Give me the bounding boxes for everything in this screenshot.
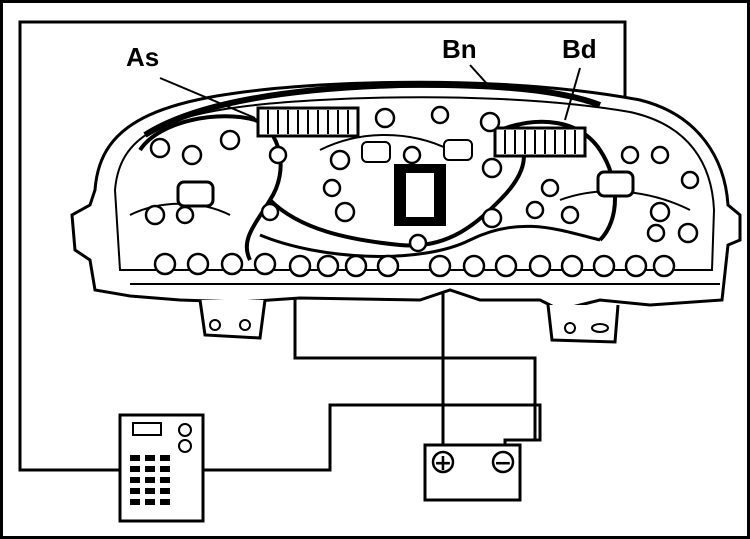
harness-left-loop xyxy=(138,114,283,261)
connector-left-pins xyxy=(267,110,349,134)
tester-device xyxy=(118,413,205,523)
bulb-sockets-upper xyxy=(149,105,700,198)
bulb-sockets-middle xyxy=(144,200,699,253)
label-bn: Bn xyxy=(442,34,477,64)
instrument-cluster xyxy=(70,80,742,344)
harness-right xyxy=(499,119,617,242)
center-module-face xyxy=(404,171,436,219)
tester-keypad xyxy=(130,455,170,505)
battery-terminal-positive xyxy=(431,450,455,474)
harness-lower xyxy=(259,224,601,258)
harness-mid xyxy=(268,139,526,248)
gauge-mount-right xyxy=(596,170,635,198)
tester-display xyxy=(132,422,162,436)
mount-hole-left-b xyxy=(239,319,251,331)
mount-tab-right xyxy=(546,304,620,344)
connector-right xyxy=(493,126,587,158)
battery-positive-symbol: + xyxy=(434,451,452,476)
battery-negative-symbol: − xyxy=(494,451,512,476)
tester-jack-1 xyxy=(178,423,192,437)
battery-terminal-negative xyxy=(491,450,515,474)
battery: + − xyxy=(423,443,522,502)
connector-right-pins xyxy=(504,130,576,154)
bulb-sockets-lower-row xyxy=(153,252,676,278)
leader-as xyxy=(159,77,256,119)
harness-top xyxy=(143,81,602,138)
tester-wire-left xyxy=(18,20,627,472)
gauge-mount-left xyxy=(176,180,215,208)
label-bd: Bd xyxy=(562,34,597,64)
socket-top-1 xyxy=(361,141,391,163)
battery-lead-negative xyxy=(293,255,537,445)
mount-hole-left-a xyxy=(209,319,221,331)
leader-bn xyxy=(469,64,489,86)
mount-hole-right-b xyxy=(591,323,609,333)
tester-jack-2 xyxy=(178,439,192,453)
socket-top-2 xyxy=(443,139,473,161)
leader-bd xyxy=(564,67,581,121)
label-as: As xyxy=(126,42,160,72)
mount-tab-left xyxy=(198,299,267,340)
mount-hole-right-a xyxy=(564,322,576,334)
